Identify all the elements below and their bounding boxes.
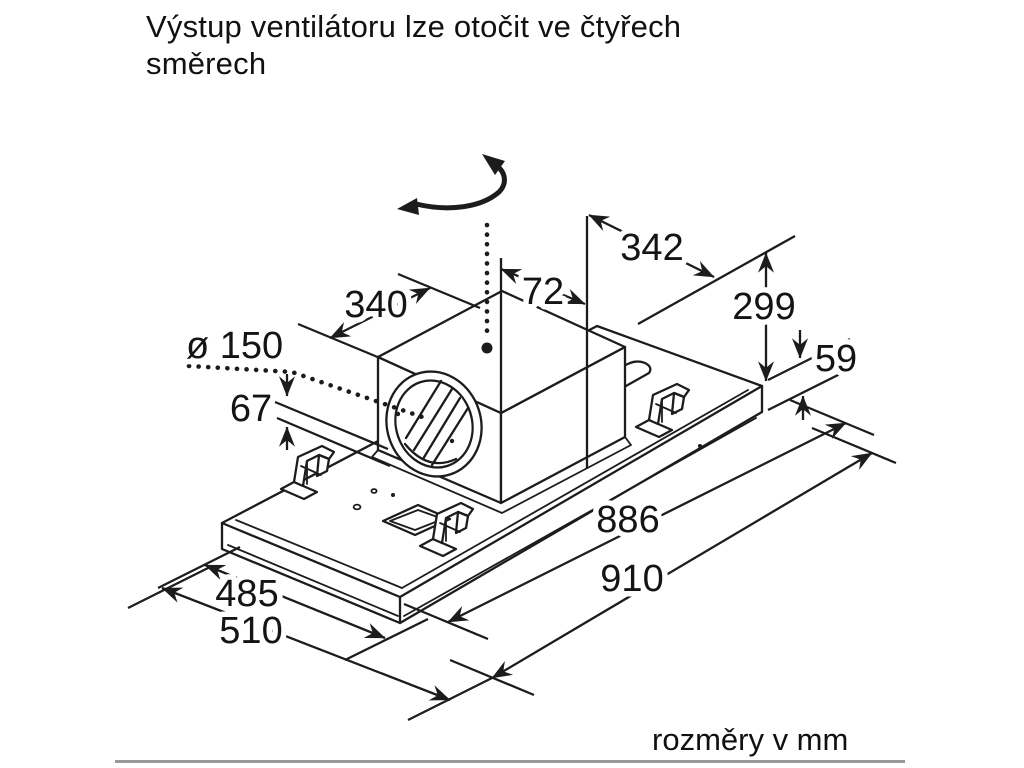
dimension-labels: 342 72 340 299 59 ø 150 67 886 910 485 5… [181, 222, 863, 658]
dim-label-485: 485 [215, 573, 278, 615]
bottom-divider [115, 760, 905, 763]
rotation-arrow [397, 154, 507, 215]
dim-label-340: 340 [344, 284, 407, 326]
dim-label-59: 59 [815, 338, 857, 380]
rotation-axis [481, 222, 493, 354]
dim-line-72 [500, 267, 586, 306]
dim-label-886: 886 [596, 499, 659, 541]
dimension-lines [161, 213, 873, 702]
dim-label-510: 510 [219, 610, 282, 652]
dim-label-67: 67 [230, 388, 272, 430]
dim-label-72: 72 [522, 271, 564, 313]
dim-line-910 [491, 452, 873, 679]
units-note: rozměry v mm [652, 722, 849, 757]
dim-label-910: 910 [600, 558, 663, 600]
dim-line-510 [161, 586, 451, 702]
page-title: Výstup ventilátoru lze otočit ve čtyřech… [146, 9, 682, 81]
dim-label-299: 299 [732, 286, 795, 328]
dim-line-340 [329, 286, 431, 340]
dim-label-150: ø 150 [186, 325, 283, 367]
dim-line-342 [588, 213, 715, 279]
dim-label-342: 342 [620, 227, 683, 269]
